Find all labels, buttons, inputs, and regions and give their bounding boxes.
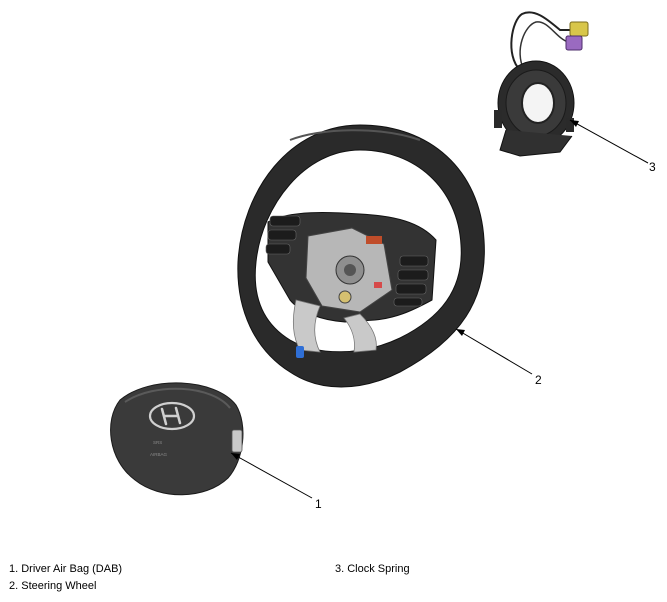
legend-item-driver-air-bag: 1. Driver Air Bag (DAB) xyxy=(9,563,123,575)
arrowhead-1 xyxy=(231,453,240,460)
airbag-srs-mark: SRS xyxy=(153,440,162,445)
left-switch-cluster xyxy=(265,215,301,255)
hyundai-logo-icon xyxy=(148,401,196,431)
steering-wheel-rim xyxy=(237,124,485,388)
steering-wheel xyxy=(237,124,485,388)
leader-line-1 xyxy=(230,452,313,499)
legend-item-steering-wheel: 2. Steering Wheel xyxy=(9,580,97,592)
clock-spring-center-ring xyxy=(521,82,555,124)
yellow-connector-icon xyxy=(569,21,589,37)
airbag-cover xyxy=(110,382,244,496)
purple-connector-icon xyxy=(565,35,583,51)
callout-number-2: 2 xyxy=(535,373,542,387)
lower-spoke-chrome xyxy=(292,299,377,353)
airbag-connector xyxy=(231,429,243,453)
clock-spring-wire xyxy=(510,11,572,71)
legend-item-clock-spring: 3. Clock Spring xyxy=(335,563,410,575)
leader-line-3 xyxy=(569,119,649,164)
leader-line-2 xyxy=(455,328,533,375)
clock-spring-wire-2 xyxy=(519,21,569,71)
clock-spring xyxy=(494,11,589,157)
hub-bolt-icon xyxy=(338,290,352,304)
driver-airbag: SRS AIRBAG xyxy=(110,382,244,496)
callout-number-3: 3 xyxy=(649,160,656,174)
right-switch-cluster xyxy=(393,255,429,307)
blue-accent-stripe xyxy=(296,346,304,358)
arrowhead-3 xyxy=(570,120,579,127)
callout-number-1: 1 xyxy=(315,497,322,511)
arrowhead-2 xyxy=(456,329,465,336)
hub-mechanism xyxy=(305,227,393,313)
airbag-label: AIRBAG xyxy=(150,452,168,457)
